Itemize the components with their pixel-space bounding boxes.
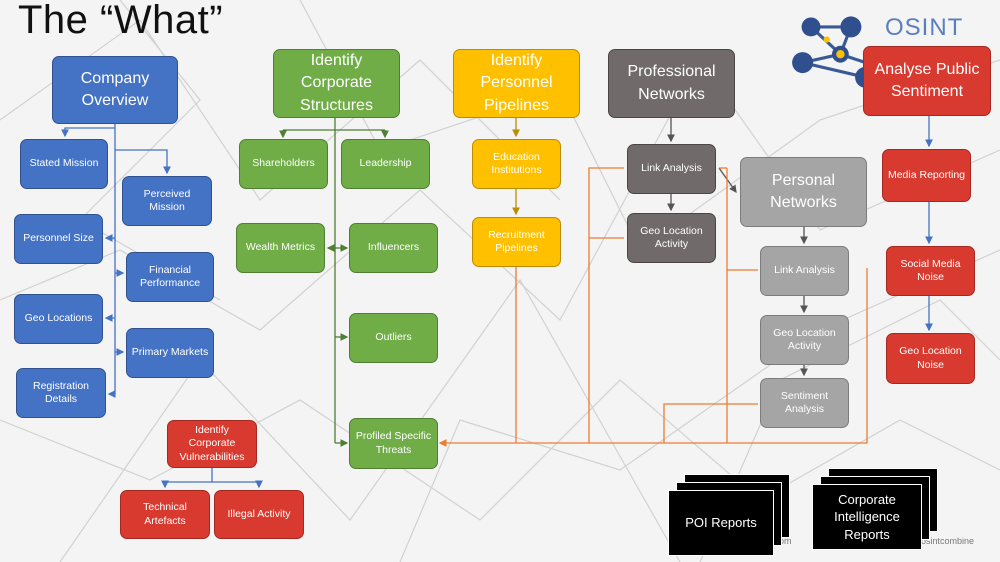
influencers-node[interactable]: Influencers [349,223,438,273]
recruitment-pipelines-node[interactable]: Recruitment Pipelines [472,217,561,267]
wealth-metrics-node[interactable]: Wealth Metrics [236,223,325,273]
registration-details-node[interactable]: Registration Details [16,368,106,418]
outliers-node[interactable]: Outliers [349,313,438,363]
illegal-activity-node[interactable]: Illegal Activity [214,490,304,539]
personnel-size-node[interactable]: Personnel Size [14,214,103,264]
technical-artefacts-node[interactable]: Technical Artefacts [120,490,210,539]
poi-reports-document[interactable]: POI Reports [668,490,774,556]
professional-geo-location-activity-node[interactable]: Geo Location Activity [627,213,716,263]
stated-mission-node[interactable]: Stated Mission [20,139,108,189]
company-overview-header[interactable]: Company Overview [52,56,178,124]
corporate-vulnerabilities-header[interactable]: Identify Corporate Vulnerabilities [167,420,257,468]
perceived-mission-node[interactable]: Perceived Mission [122,176,212,226]
media-reporting-node[interactable]: Media Reporting [882,149,971,202]
geo-locations-node[interactable]: Geo Locations [14,294,103,344]
corporate-intelligence-reports-document[interactable]: Corporate Intelligence Reports [812,484,922,550]
education-institutions-node[interactable]: Education Institutions [472,139,561,189]
professional-link-analysis-node[interactable]: Link Analysis [627,144,716,194]
osint-logo-text: OSINT [885,14,964,41]
personnel-pipelines-header[interactable]: Identify Personnel Pipelines [453,49,580,118]
corporate-structures-header[interactable]: Identify Corporate Structures [273,49,400,118]
professional-networks-header[interactable]: Professional Networks [608,49,735,118]
leadership-node[interactable]: Leadership [341,139,430,189]
geo-location-noise-node[interactable]: Geo Location Noise [886,333,975,384]
personal-networks-header[interactable]: Personal Networks [740,157,867,227]
personal-geo-location-activity-node[interactable]: Geo Location Activity [760,315,849,365]
public-sentiment-header[interactable]: Analyse Public Sentiment [863,46,991,116]
primary-markets-node[interactable]: Primary Markets [126,328,214,378]
shareholders-node[interactable]: Shareholders [239,139,328,189]
social-media-noise-node[interactable]: Social Media Noise [886,246,975,296]
personal-link-analysis-node[interactable]: Link Analysis [760,246,849,296]
page-title: The “What” [18,0,224,42]
financial-performance-node[interactable]: Financial Performance [126,252,214,302]
profiled-specific-threats-node[interactable]: Profiled Specific Threats [349,418,438,469]
sentiment-analysis-node[interactable]: Sentiment Analysis [760,378,849,428]
